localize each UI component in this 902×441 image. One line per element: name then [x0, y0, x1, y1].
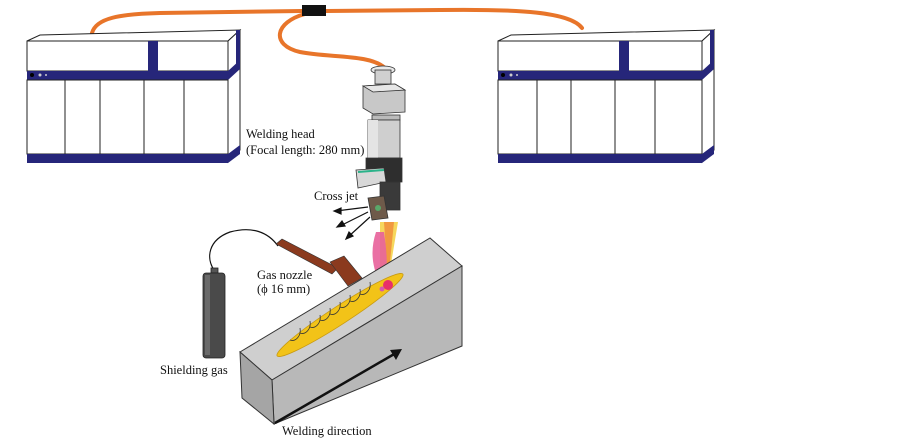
- weld-bead: [276, 273, 404, 357]
- gas-nozzle-label-line2: (ϕ 16 mm): [257, 282, 311, 296]
- shielding-gas-cylinder: [202, 267, 226, 359]
- fiber-coupler: [302, 5, 326, 16]
- welding-head: [355, 65, 407, 221]
- gas-nozzle: [209, 229, 363, 287]
- cross-jet-arrows: [332, 206, 371, 241]
- laser-unit-right: [497, 28, 716, 164]
- laser-unit-left: [26, 28, 242, 164]
- optical-fiber: [90, 7, 584, 70]
- welding-direction-arrow: [274, 349, 402, 425]
- welding-direction-label: Welding direction: [282, 424, 372, 438]
- welding-head-label-line1: Welding head: [246, 127, 315, 141]
- welding-head-label-line2: (Focal length: 280 mm): [246, 143, 365, 157]
- cross-jet-label: Cross jet: [314, 189, 359, 203]
- shielding-gas-label: Shielding gas: [160, 363, 228, 377]
- gas-nozzle-label-line1: Gas nozzle: [257, 268, 313, 282]
